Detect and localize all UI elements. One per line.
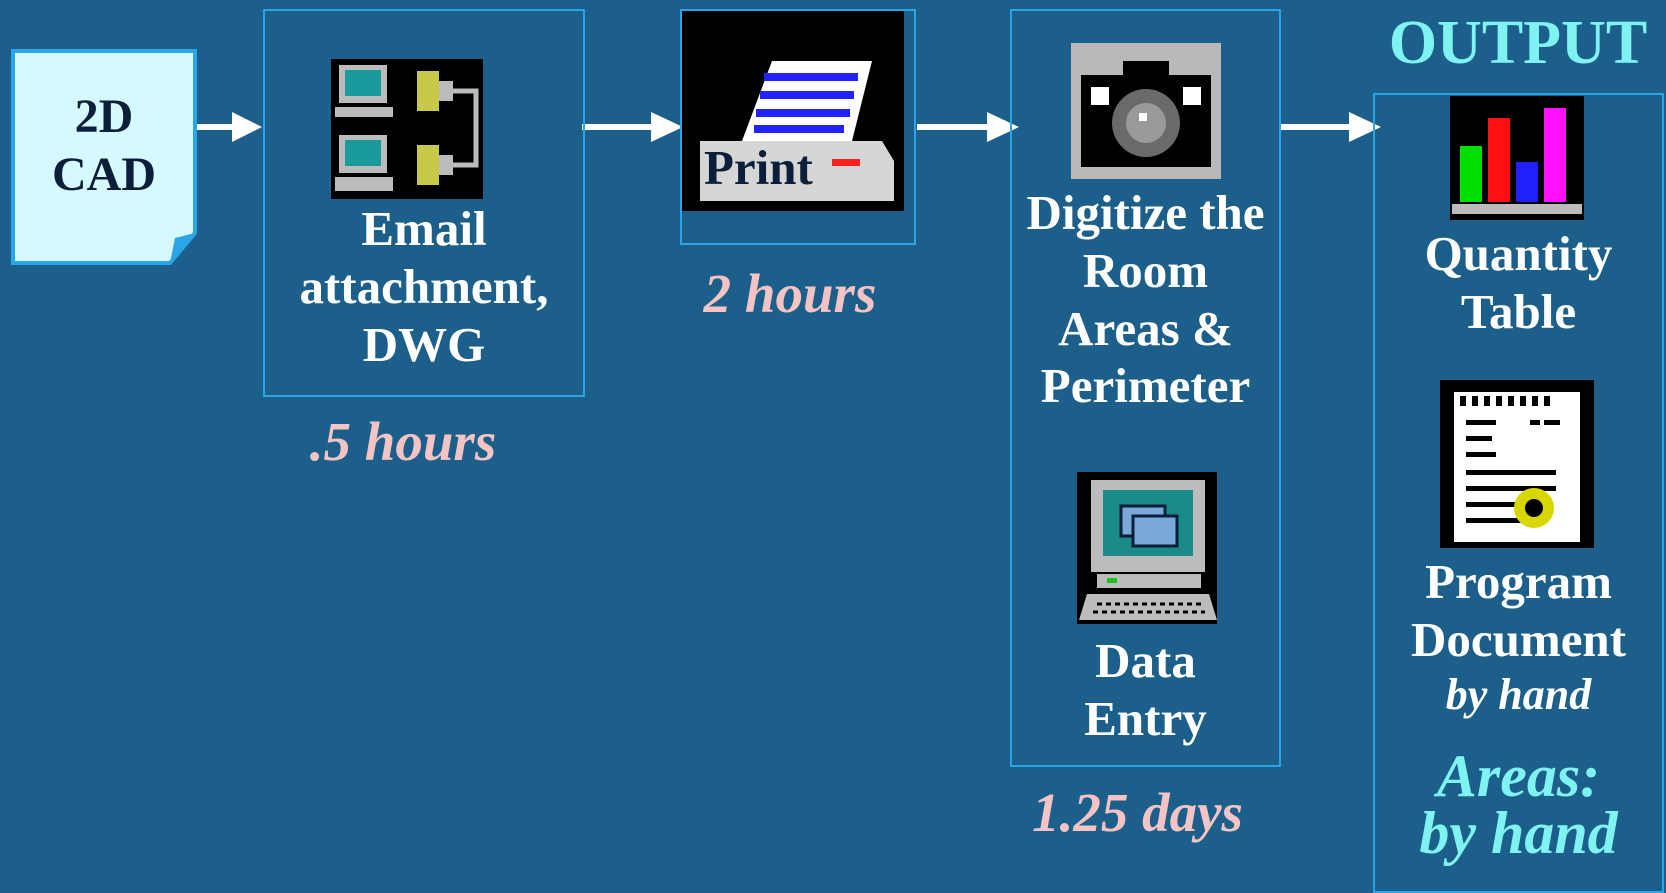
step-print-time: 2 hours — [703, 263, 877, 324]
output-quantity-label: Quantity Table — [1424, 226, 1613, 339]
cad-line-2: CAD — [52, 147, 156, 201]
step-email-box — [263, 9, 585, 397]
step-email-time: .5 hours — [309, 411, 497, 472]
note-page-icon — [11, 49, 197, 265]
output-heading: OUTPUT — [1388, 9, 1648, 77]
arrow-cad-to-email — [193, 112, 262, 142]
cad-line-1: 2D — [74, 90, 134, 143]
networked-computers-icon — [331, 59, 483, 199]
printer-label: Print — [704, 140, 813, 195]
output-program-label: Program Document by hand — [1373, 553, 1664, 721]
document-icon — [1440, 380, 1594, 548]
output-footer: Areas: by hand — [1419, 743, 1618, 866]
step-digitize-label: Digitize the Room Areas & Perimeter — [1026, 185, 1265, 414]
output-program-note: by hand — [1445, 669, 1592, 719]
bar-chart-icon — [1450, 96, 1584, 220]
step-digitize-box — [1010, 9, 1281, 767]
step-data-entry-label: Data Entry — [1084, 633, 1207, 746]
step-email-label: Email attachment, DWG — [299, 201, 549, 372]
camera-icon — [1071, 43, 1221, 179]
cad-input-note: 2D CAD — [10, 48, 198, 266]
arrow-print-to-digitize — [917, 112, 1019, 142]
step-print-box — [680, 9, 916, 245]
printer-icon: Print — [682, 11, 904, 211]
step-digitize-time: 1.25 days — [1032, 782, 1243, 843]
computer-icon — [1077, 472, 1217, 624]
arrow-digitize-to-output — [1280, 112, 1381, 142]
arrow-email-to-print — [582, 112, 683, 142]
